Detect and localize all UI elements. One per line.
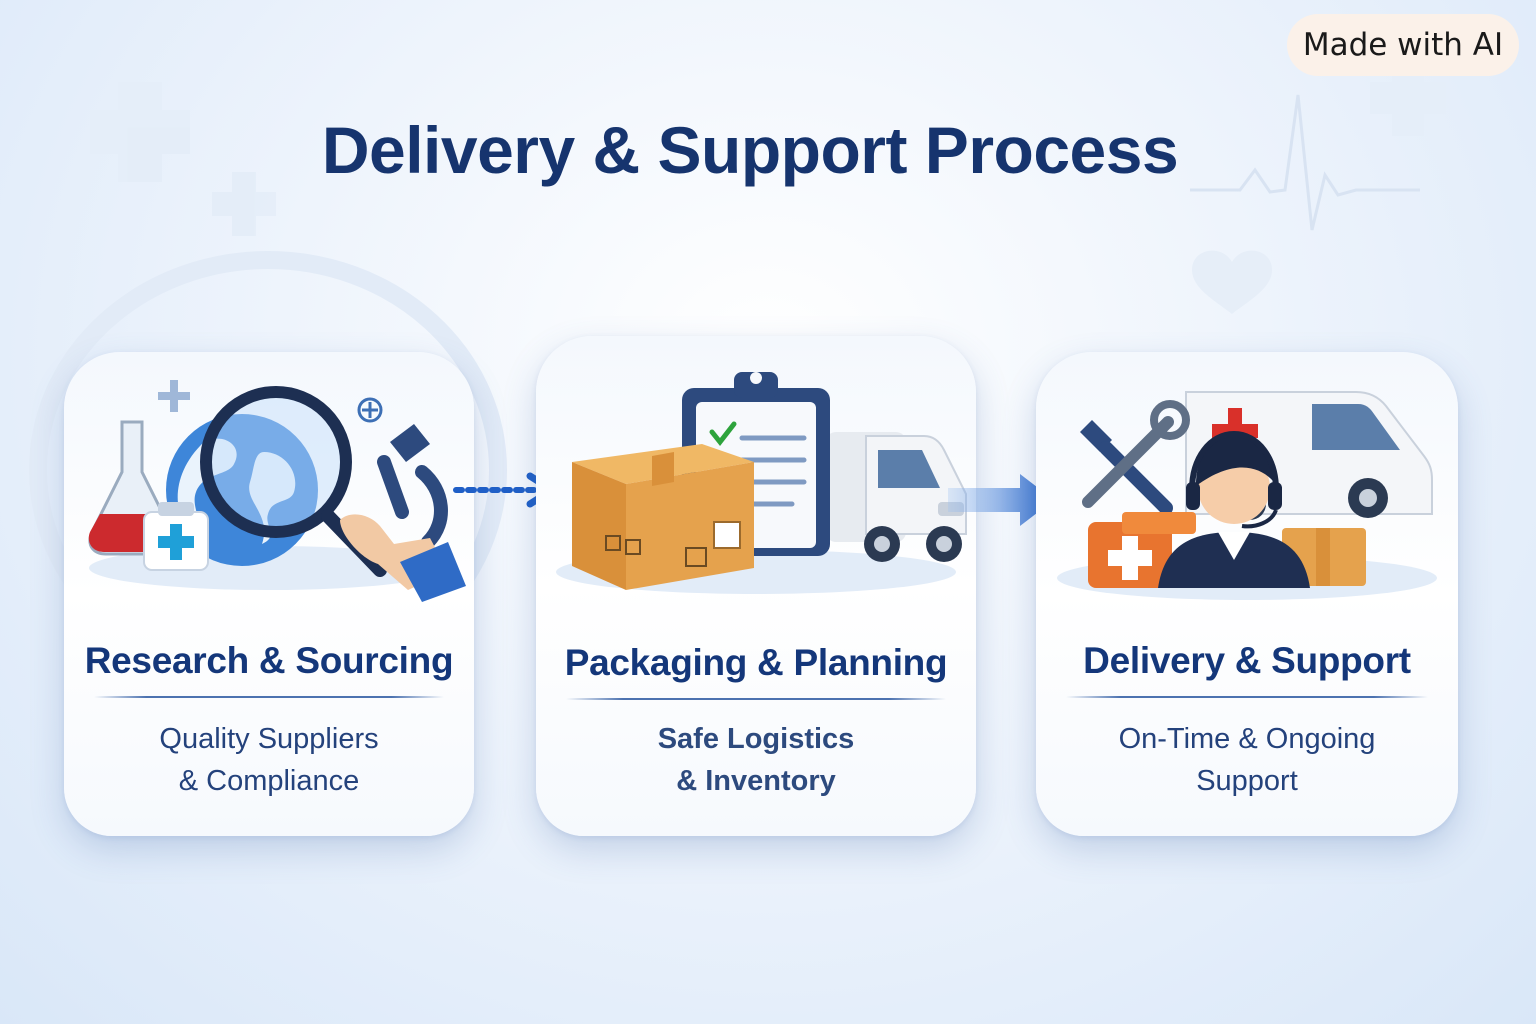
medical-cross-icon <box>158 380 190 412</box>
divider <box>94 696 444 698</box>
step-title: Delivery & Support <box>1083 640 1411 681</box>
hand-icon <box>340 514 466 602</box>
medical-cross-icon <box>357 397 383 423</box>
step-description-line: Quality Suppliers <box>159 723 379 755</box>
packaging-illustration <box>556 372 967 594</box>
step-description-line: & Compliance <box>178 765 360 797</box>
step-description-line: On-Time & Ongoing <box>1118 723 1376 755</box>
step-description: Quality Suppliers & Compliance <box>64 718 474 802</box>
page-title: Delivery & Support Process <box>321 113 1179 187</box>
medical-cross-icon <box>90 82 190 182</box>
medical-cross-icon <box>212 172 276 236</box>
made-with-ai-badge: Made with AI <box>1287 14 1519 76</box>
heart-icon <box>1192 250 1272 314</box>
arrow-right-icon <box>948 474 1054 526</box>
support-agent-icon <box>1158 430 1310 588</box>
heartbeat-icon <box>1190 94 1420 231</box>
box-icon <box>572 444 754 590</box>
step-card-research: Research & Sourcing Quality Suppliers & … <box>64 352 474 836</box>
divider <box>1066 696 1428 698</box>
checkmark-icon <box>709 421 737 447</box>
research-illustration <box>88 380 466 602</box>
divider <box>566 698 946 700</box>
step-description-line: Support <box>1196 765 1298 797</box>
microscope-icon <box>377 424 448 549</box>
truck-icon <box>826 432 967 562</box>
wrench-icon <box>1080 400 1190 515</box>
step-description-line: & Inventory <box>676 765 836 797</box>
step-title: Research & Sourcing <box>84 640 454 681</box>
step-description: Safe Logistics & Inventory <box>536 718 976 802</box>
step-card-delivery: Delivery & Support On-Time & Ongoing Sup… <box>1036 352 1458 836</box>
step-description: On-Time & Ongoing Support <box>1036 718 1458 802</box>
delivery-illustration <box>1057 391 1437 600</box>
headset-icon <box>1186 430 1282 529</box>
step-card-packaging: Packaging & Planning Safe Logistics & In… <box>536 336 976 836</box>
first-aid-kit-icon <box>143 502 209 571</box>
medical-cross-icon <box>1370 60 1446 136</box>
step-description-line: Safe Logistics <box>657 723 855 755</box>
first-aid-kit-icon <box>1088 512 1196 588</box>
step-title: Packaging & Planning <box>564 642 948 683</box>
